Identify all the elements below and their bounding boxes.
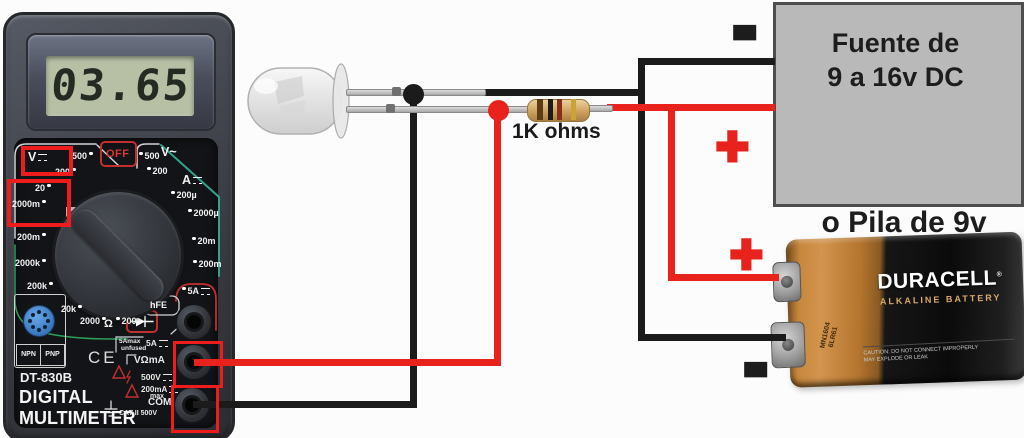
label-cat: CAT II 500V bbox=[119, 410, 157, 417]
knob-pointer-tip bbox=[66, 207, 76, 217]
dial-label-dca-200m: 200m bbox=[193, 259, 222, 269]
dial-label-acv-label: V~ bbox=[161, 145, 177, 159]
socket-hole bbox=[37, 328, 41, 332]
dc-symbol bbox=[201, 288, 211, 296]
red-probe-junction bbox=[488, 100, 509, 121]
black-wire-led-horizontal bbox=[480, 89, 645, 96]
meter-title-2: MULTIMETER bbox=[19, 408, 136, 428]
led bbox=[247, 63, 350, 139]
dial-label-ohm-sym: Ω bbox=[104, 318, 113, 330]
dial-label-dca-200u: 200µ bbox=[171, 190, 197, 200]
dial-label-dcv-200m: 200m bbox=[17, 232, 46, 242]
source-positive-symbol: + bbox=[714, 114, 751, 177]
socket-hole bbox=[43, 325, 48, 330]
dial-label-ohm-2000k: 2000k bbox=[15, 258, 46, 268]
highlight-box-com-jack bbox=[171, 385, 219, 433]
lead-crimp bbox=[386, 104, 395, 113]
npn-label: NPN bbox=[21, 351, 36, 358]
highlight-box-20v-range bbox=[7, 179, 71, 227]
dial-label-off: OFF bbox=[106, 148, 130, 160]
resistor-band-gold bbox=[571, 99, 576, 120]
red-wire-tee-vertical bbox=[668, 104, 675, 281]
range-selector-knob bbox=[55, 192, 181, 318]
battery-positive-symbol: + bbox=[728, 222, 765, 285]
red-wire-resistor-to-source bbox=[607, 104, 775, 111]
socket-hole bbox=[46, 319, 50, 323]
socket-hole bbox=[30, 312, 35, 317]
resistor-band-red bbox=[557, 99, 562, 120]
socket-hole bbox=[37, 310, 41, 314]
meter-title-1: DIGITAL bbox=[19, 387, 94, 407]
label-unfused: unfused bbox=[121, 345, 147, 352]
socket-hole bbox=[43, 312, 48, 317]
dc-symbol bbox=[162, 374, 172, 382]
lead-crimp bbox=[392, 87, 401, 96]
dc-symbol bbox=[193, 177, 203, 185]
socket-hole bbox=[28, 319, 32, 323]
dial-label-dcv-20: 20 bbox=[35, 183, 51, 193]
black-probe-junction bbox=[403, 84, 424, 105]
label-500v: 500V bbox=[141, 372, 172, 382]
black-wire-com-horizontal bbox=[193, 401, 417, 408]
dial-label-hfe: hFE bbox=[150, 300, 167, 310]
highlight-box-vohm-jack bbox=[173, 341, 223, 388]
dial-label-dca-2000u: 2000µ bbox=[188, 208, 219, 218]
dial-label-acv-200: 200 bbox=[147, 166, 168, 176]
dial-label-ohm-2000: 2000 bbox=[80, 316, 106, 326]
red-wire-vohm-horizontal bbox=[194, 359, 500, 366]
resistor-value-label: 1K ohms bbox=[512, 120, 601, 143]
red-wire-probe-vertical bbox=[494, 107, 501, 366]
black-wire-to-source bbox=[638, 58, 775, 65]
dial-label-dcv-2000m: 2000m bbox=[12, 199, 46, 209]
source-label-line1: Fuente de bbox=[831, 28, 960, 58]
battery-negative-terminal bbox=[770, 321, 806, 369]
label-5a-jack: 5A bbox=[146, 338, 168, 348]
dial-label-dcv-500: 500 bbox=[72, 151, 93, 161]
dc-symbol bbox=[38, 154, 48, 162]
socket-hole bbox=[30, 325, 35, 330]
label-5amax: 5Amax bbox=[119, 338, 141, 345]
battery-body bbox=[785, 231, 1024, 388]
lcd-screen bbox=[46, 56, 194, 116]
black-wire-to-battery bbox=[638, 334, 786, 341]
highlight-box-vdc bbox=[21, 146, 73, 176]
jack-5a bbox=[177, 305, 211, 339]
dial-label-dca-label: A bbox=[182, 173, 203, 187]
npn-label-cell: NPN bbox=[16, 344, 41, 366]
pnp-label: PNP bbox=[45, 351, 60, 358]
ce-mark: CE bbox=[88, 348, 118, 367]
meter-model: DT-830B bbox=[20, 370, 73, 385]
dial-label-ohm-200: 200 bbox=[116, 316, 137, 326]
9v-battery: DURACELL® ALKALINE BATTERY CAUTION: DO N… bbox=[767, 230, 1024, 391]
dial-label-ohm-20k: 20k bbox=[61, 304, 82, 314]
dial-label-ohm-200k: 200k bbox=[27, 281, 53, 291]
hfe-transistor-socket bbox=[24, 306, 54, 336]
label-max: max bbox=[150, 393, 165, 400]
dial-label-dca-5a: 5A bbox=[182, 286, 211, 296]
red-wire-to-battery bbox=[668, 274, 779, 281]
hfe-socket-frame bbox=[14, 294, 66, 368]
pnp-label-cell: PNP bbox=[40, 344, 65, 366]
source-negative-symbol: − bbox=[731, 0, 757, 80]
black-wire-right-vertical bbox=[638, 58, 645, 341]
resistor-band-black bbox=[548, 99, 553, 120]
dial-label-dcv-label: V bbox=[28, 150, 48, 164]
black-wire-probe-vertical bbox=[410, 93, 417, 408]
battery-negative-symbol: − bbox=[742, 323, 768, 417]
dial-label-acv-500: 500 bbox=[139, 151, 160, 161]
dial-label-dca-20m: 20m bbox=[192, 236, 216, 246]
label-com: COM bbox=[148, 397, 172, 408]
label-vohmma: VΩmA bbox=[134, 355, 165, 366]
battery-positive-terminal bbox=[772, 261, 802, 303]
resistor-band-brown bbox=[537, 99, 543, 120]
source-label-line2: 9 a 16v DC bbox=[827, 62, 964, 92]
dc-symbol bbox=[158, 340, 168, 348]
